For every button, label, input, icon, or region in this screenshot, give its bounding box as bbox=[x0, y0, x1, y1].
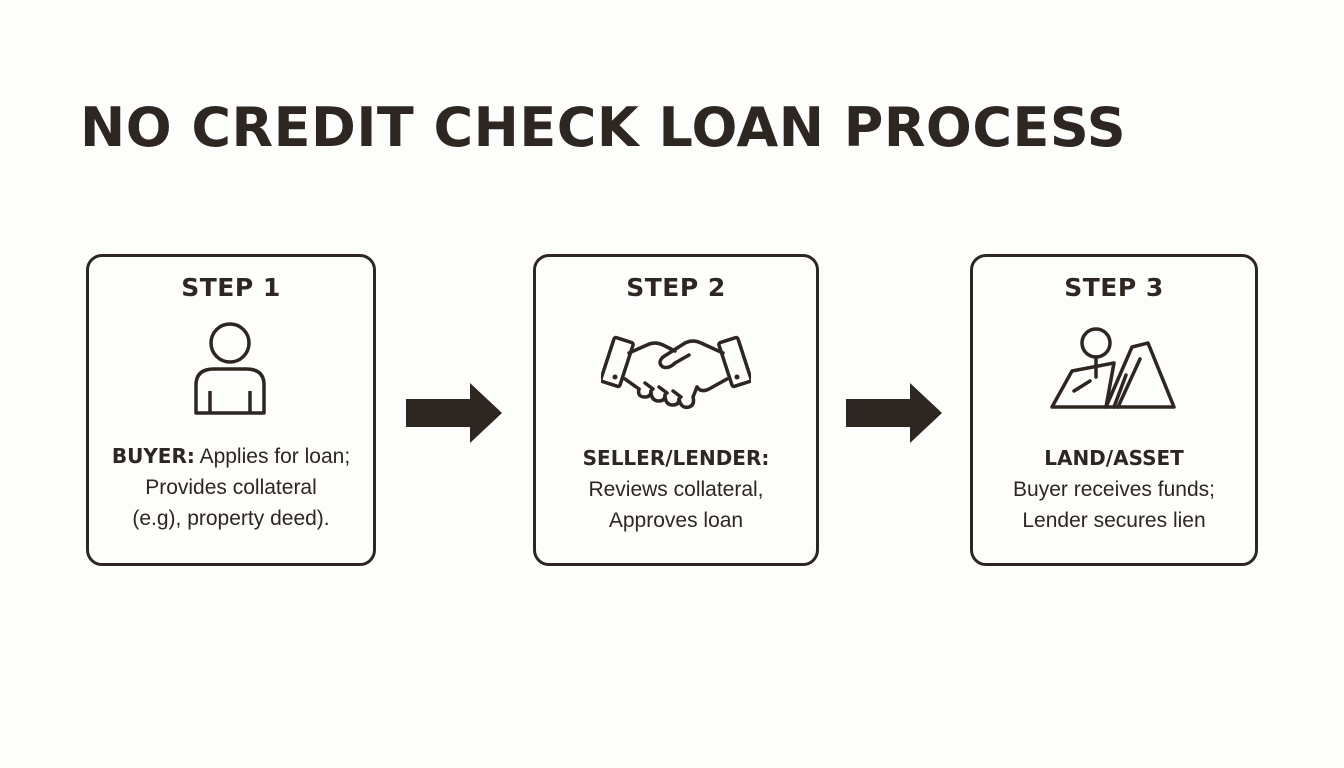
land-pin-icon bbox=[1050, 327, 1176, 409]
step-description: SELLER/LENDER: Reviews collateral, Appro… bbox=[536, 443, 816, 536]
step-role: BUYER: bbox=[111, 444, 195, 468]
person-icon bbox=[194, 322, 266, 415]
step-label: STEP 3 bbox=[1064, 273, 1164, 302]
step-line: Buyer receives funds; bbox=[1013, 478, 1215, 501]
step-label: STEP 2 bbox=[626, 273, 726, 302]
arrow-right-icon bbox=[846, 383, 942, 443]
step-role: LAND/ASSET bbox=[1044, 446, 1184, 470]
step-line: Approves loan bbox=[608, 509, 744, 532]
step-description: BUYER: Applies for loan; Provides collat… bbox=[89, 441, 373, 534]
step-card-2: STEP 2 SELLER/LENDER: Reviews collateral… bbox=[533, 254, 819, 566]
step-line: Lender secures lien bbox=[1022, 509, 1206, 532]
step-role: SELLER/LENDER: bbox=[582, 446, 770, 470]
step-line: (e.g), property deed). bbox=[132, 507, 330, 530]
step-card-3: STEP 3 LAND/ASSET Buyer receives funds; … bbox=[970, 254, 1258, 566]
step-line: Reviews collateral, bbox=[588, 478, 764, 501]
page-title: NO CREDIT CHECK LOAN PROCESS bbox=[80, 96, 1127, 159]
step-card-1: STEP 1 BUYER: Applies for loan; Provides… bbox=[86, 254, 376, 566]
arrow-right-icon bbox=[406, 383, 502, 443]
step-line: Applies for loan; bbox=[199, 445, 351, 468]
step-description: LAND/ASSET Buyer receives funds; Lender … bbox=[973, 443, 1255, 536]
handshake-icon bbox=[601, 335, 751, 410]
step-label: STEP 1 bbox=[181, 273, 281, 302]
step-line: Provides collateral bbox=[145, 476, 317, 499]
